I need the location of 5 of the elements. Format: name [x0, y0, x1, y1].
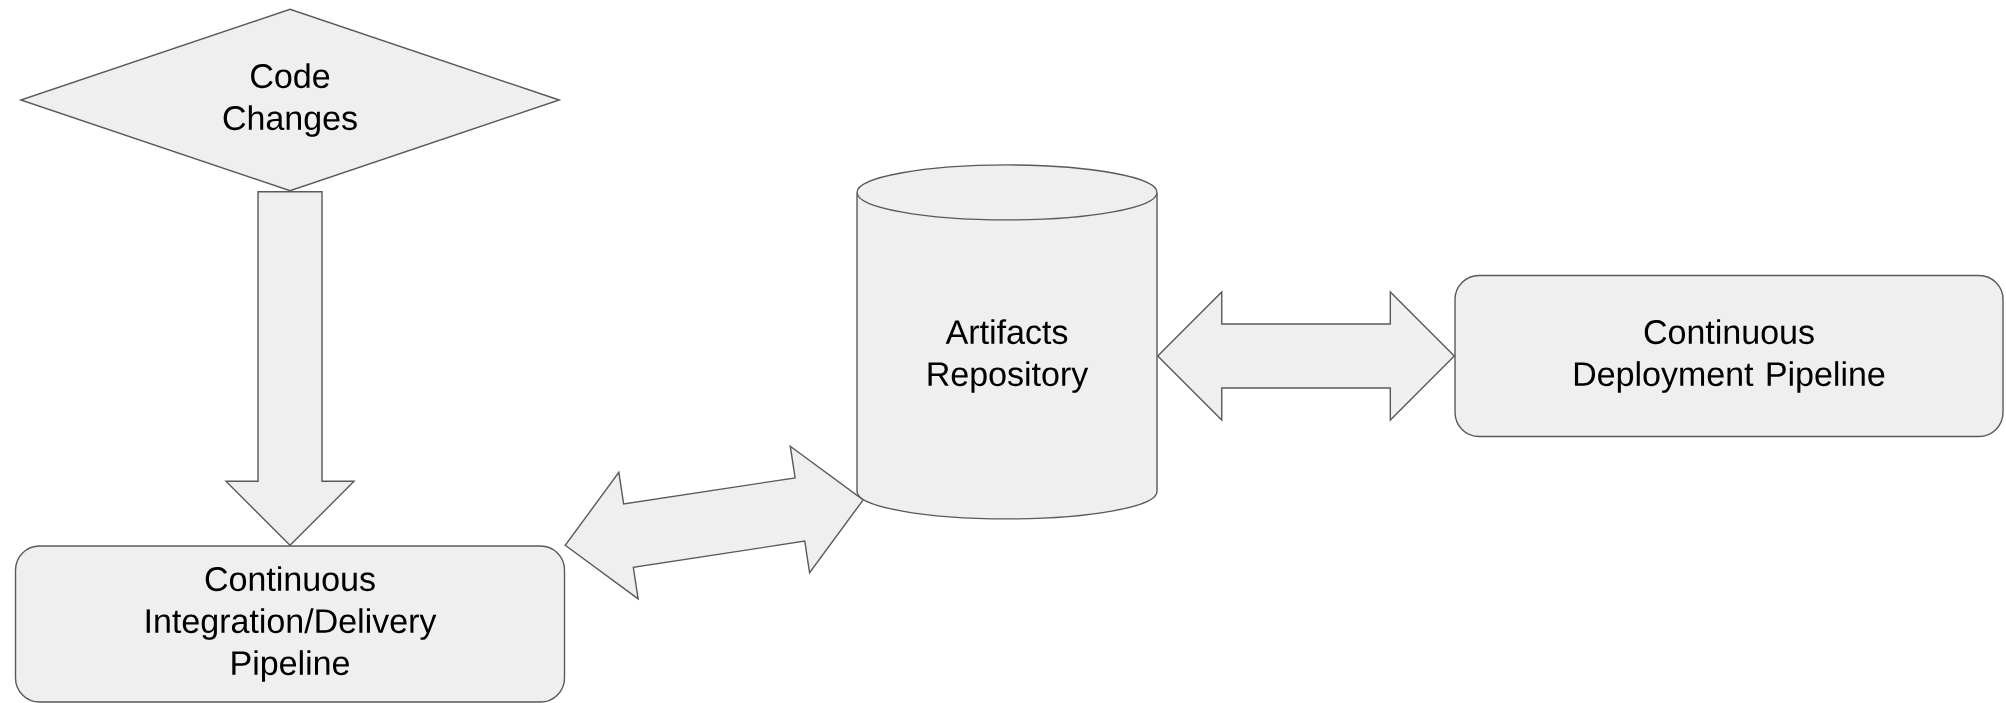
- process-box: Continuous Integration/Delivery Pipeline: [14, 545, 566, 703]
- database-cylinder: Artifacts Repository: [856, 164, 1158, 520]
- block-arrow: [564, 444, 865, 601]
- block-arrow: [224, 191, 356, 547]
- process-box: Continuous Deployment Pipeline: [1454, 274, 2004, 438]
